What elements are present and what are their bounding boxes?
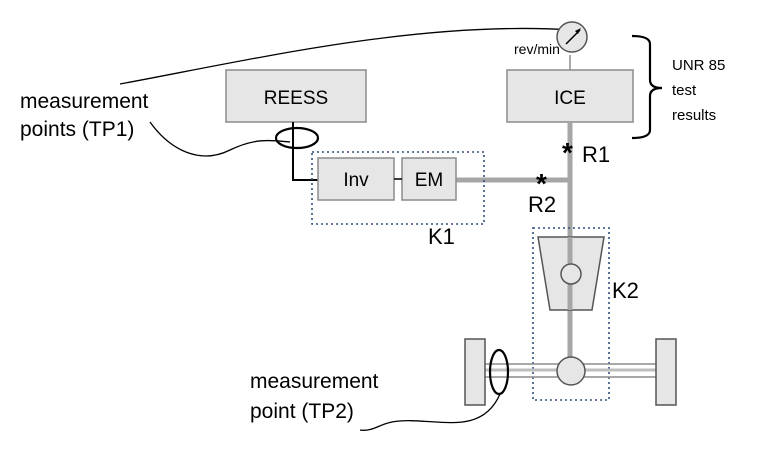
r1-label: R1 (582, 142, 610, 167)
reess-inverter-wire (292, 122, 318, 181)
tp1-leader-line-top (119, 27, 573, 85)
em-label: EM (415, 170, 444, 191)
inverter-label: Inv (343, 170, 369, 191)
unr85-label-line1: UNR 85 (672, 57, 725, 74)
tp1-label-line1: measurement (20, 90, 149, 113)
k1-dotted-frame (311, 151, 485, 225)
tachometer-needle-tip (575, 28, 581, 34)
tp2-torque-sensor (488, 348, 510, 396)
tp2-label-line2: point (TP2) (250, 400, 354, 423)
wheel-right (655, 338, 677, 406)
reess-box (225, 69, 367, 123)
unr85-label-line3: results (672, 107, 716, 124)
tp1-label-line2: points (TP1) (20, 118, 134, 141)
unr85-label-line2: test (672, 82, 697, 99)
inverter-box (317, 157, 395, 201)
wheel-left (464, 338, 486, 406)
tp1-current-clamp (274, 126, 320, 150)
r1-asterisk: * (562, 137, 573, 168)
tp2-label-line1: measurement (250, 370, 379, 393)
rev-min-label: rev/min (514, 41, 560, 57)
r2-asterisk: * (536, 168, 547, 199)
r2-label: R2 (528, 192, 556, 217)
reess-label: REESS (264, 88, 328, 109)
ice-label: ICE (554, 88, 586, 109)
tp1-leader-line-bottom (149, 121, 291, 157)
k1-label: K1 (428, 224, 455, 249)
em-box (401, 157, 457, 201)
differential-icon (556, 356, 586, 386)
gearbox-gear-icon (560, 263, 582, 285)
k2-label: K2 (612, 278, 639, 303)
k2-dotted-frame (532, 227, 610, 401)
ice-box (506, 69, 634, 123)
unr85-bracket (631, 34, 663, 140)
tp2-leader-line (359, 393, 501, 431)
